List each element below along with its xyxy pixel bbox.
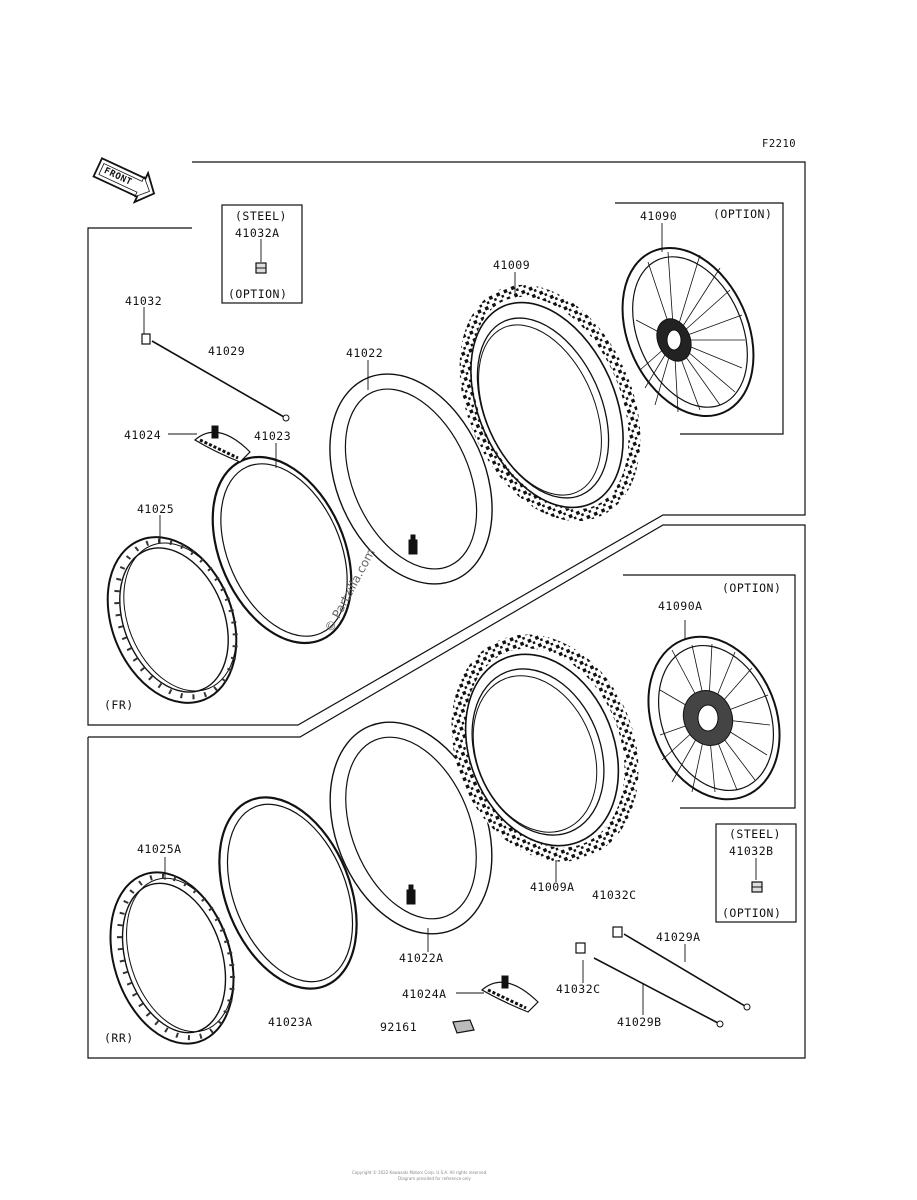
front-leader-lines [143,223,663,543]
front-steel-nipple [255,262,267,274]
part-41032A: 41032A [235,226,280,240]
front-option-wheel [621,246,755,418]
rear-option-wheel [647,635,781,801]
part-41032C: 41032C [556,982,601,996]
footer-line-2: Diagram provided for reference only [398,1176,471,1181]
part-41023: 41023 [254,429,292,443]
part-41024: 41024 [124,428,162,442]
front-spoke [141,333,290,422]
part-41090: 41090 [640,209,678,223]
rear-tube [329,721,493,935]
part-41022: 41022 [346,346,384,360]
rear-rim [109,871,236,1045]
rear-section-tag: (RR) [104,1031,134,1045]
part-41025A: 41025A [137,842,182,856]
option-wheel-box-rear [623,574,796,809]
part-92161: 92161 [380,1020,418,1034]
front-steel-option-label: (OPTION) [228,287,288,301]
front-arrow-icon [92,157,156,204]
front-tube [329,373,493,585]
rear-steel-label: (STEEL) [729,827,781,841]
front-section-tag: (FR) [104,698,134,712]
rear-leader-lines [164,620,757,1015]
rear-small-part [452,1019,475,1034]
rear-spokes [575,926,751,1028]
part-41029B: 41029B [617,1015,662,1029]
part-41029A: 41029A [656,930,701,944]
rear-rim-band [218,796,358,990]
front-steel-label: (STEEL) [235,209,287,223]
rear-wheel-option-label: (OPTION) [722,581,782,595]
rear-rim-lock [480,975,539,1013]
front-rim-band [211,455,353,645]
steel-option-box-rear [715,823,797,923]
rear-steel-option-label: (OPTION) [722,906,782,920]
rear-tire [451,634,639,862]
option-wheel-box-front [615,202,784,435]
steel-option-box-front [221,204,303,304]
part-41032C-top: 41032C [592,888,637,902]
front-rim-lock [193,425,251,463]
diagram-code: F2210 [762,138,797,150]
part-41029: 41029 [208,344,246,358]
front-tire [459,284,641,522]
footer-line-1: Copyright © 2022 Kawasaki Motors Corp. U… [352,1170,488,1175]
front-rim [106,536,238,704]
part-41025: 41025 [137,502,175,516]
part-41090A: 41090A [658,599,703,613]
rear-section-frame [87,524,806,1059]
front-wheel-option-label: (OPTION) [713,207,773,221]
part-41032: 41032 [125,294,163,308]
front-section-frame [87,161,806,726]
part-41032B: 41032B [729,844,774,858]
part-41022A: 41022A [399,951,444,965]
part-41009: 41009 [493,258,531,272]
part-41023A: 41023A [268,1015,313,1029]
part-41024A: 41024A [402,987,447,1001]
part-41009A: 41009A [530,880,575,894]
rear-steel-nipple [751,881,763,893]
